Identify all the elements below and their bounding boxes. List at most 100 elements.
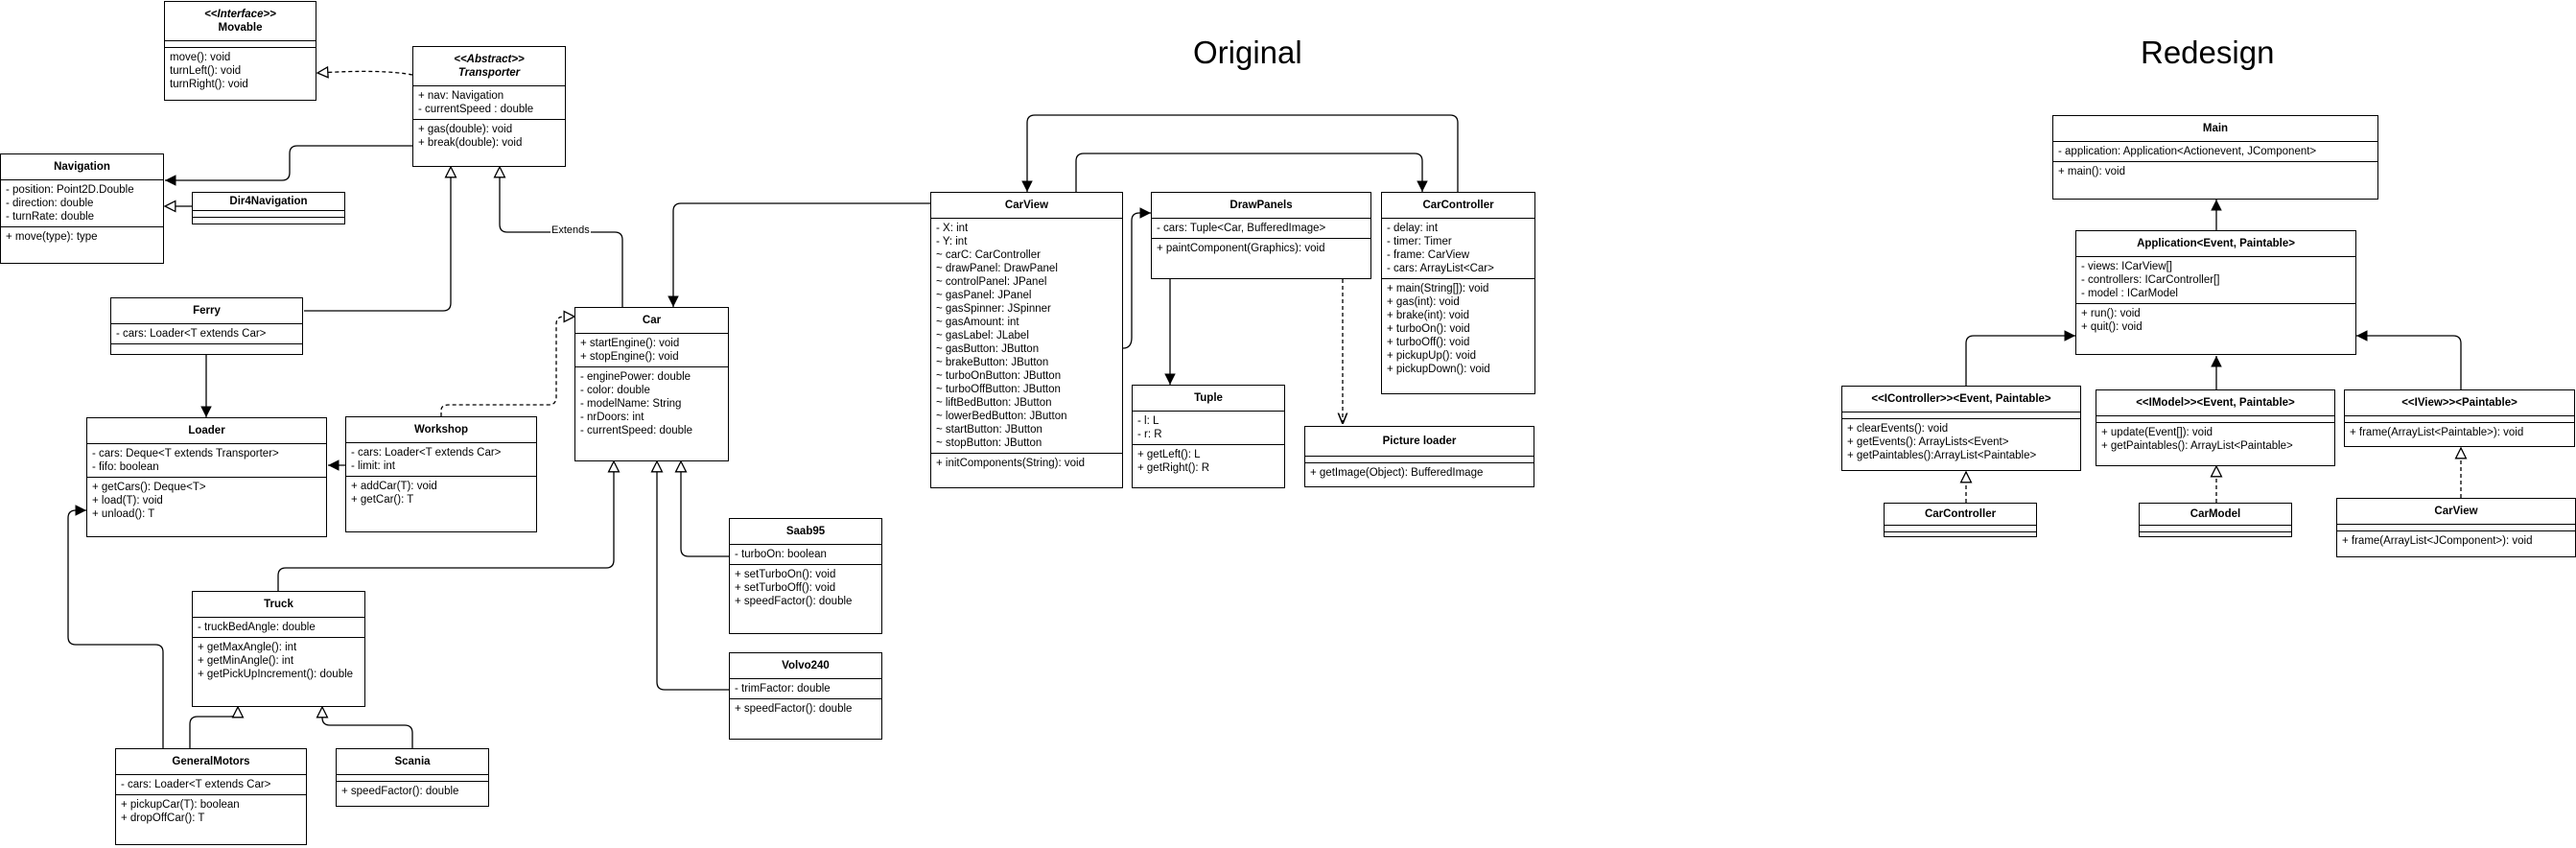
method-line: + break(double): void	[418, 137, 523, 149]
class-loader[interactable]: Loader- cars: Deque<T extends Transporte…	[86, 417, 327, 537]
method-line: - nrDoors: int	[580, 412, 644, 423]
heading-redesign: Redesign	[2141, 35, 2275, 70]
method-line: + main(): void	[2058, 166, 2125, 177]
method-line: + getCar(): T	[351, 494, 414, 506]
class-dir4navigation[interactable]: Dir4Navigation	[192, 192, 345, 224]
class-header: Dir4Navigation	[193, 193, 344, 211]
method-line: + pickupUp(): void	[1387, 350, 1476, 362]
method-line: + dropOffCar(): T	[121, 813, 205, 824]
attribute-line: - cars: Loader<T extends Car>	[121, 779, 271, 790]
class-name: Main	[2202, 123, 2229, 134]
class-navigation[interactable]: Navigation - position: Point2D.Double- di…	[0, 153, 164, 264]
class-methods: + frame(ArrayList<JComponent>): void	[2337, 530, 2575, 551]
class-methods: + update(Event[]): void+ getPaintables()…	[2096, 422, 2334, 456]
class-transporter[interactable]: <<Abstract>>Transporter+ nav: Navigation…	[412, 46, 566, 167]
class-carview[interactable]: CarView- X: int- Y: int~ carC: CarContro…	[930, 192, 1123, 488]
class-redesign-carcontroller[interactable]: CarController	[1884, 503, 2037, 537]
class-attributes: - X: int- Y: int~ carC: CarController~ d…	[931, 219, 1122, 453]
interface-iview[interactable]: <<IView>><Paintable>+ frame(ArrayList<Pa…	[2344, 389, 2575, 447]
class-methods: + getCars(): Deque<T>+ load(T): void+ un…	[87, 477, 326, 524]
class-tuple[interactable]: Tuple- l: L- r: R+ getLeft(): L+ getRigh…	[1132, 385, 1285, 488]
method-line: + setTurboOn(): void	[735, 569, 836, 580]
class-application[interactable]: Application<Event, Paintable>- views: IC…	[2075, 230, 2356, 355]
attribute-line: - turnRate: double	[6, 211, 95, 223]
attribute-line: ~ gasButton: JButton	[936, 343, 1040, 355]
class-header: CarModel	[2140, 504, 2291, 526]
class-attributes: - truckBedAngle: double	[193, 618, 364, 637]
class-carcontroller[interactable]: CarController - delay: int- timer: Timer-…	[1381, 192, 1535, 394]
class-name: Loader	[188, 425, 225, 436]
method-line: + unload(): T	[92, 508, 155, 520]
class-attributes: - position: Point2D.Double- direction: d…	[1, 180, 163, 226]
class-name: Car	[642, 315, 662, 326]
attribute-line: ~ gasPanel: JPanel	[936, 290, 1032, 301]
method-line: + setTurboOff(): void	[735, 582, 836, 594]
class-truck[interactable]: Truck- truckBedAngle: double+ getMaxAngl…	[192, 591, 365, 707]
class-methods: + main(): void	[2053, 161, 2377, 181]
attribute-line: + startEngine(): void	[580, 338, 680, 349]
class-main[interactable]: Main - application: Application<Actioneve…	[2052, 115, 2378, 200]
method-line: + getCars(): Deque<T>	[92, 482, 206, 493]
edge-icontroller-application	[1965, 330, 2075, 386]
interface-icontroller[interactable]: <<IController>><Event, Paintable> + clear…	[1841, 386, 2081, 471]
attribute-line: - cars: ArrayList<Car>	[1387, 263, 1494, 274]
attribute-line: ~ brakeButton: JButton	[936, 357, 1049, 368]
class-name: CarController	[1422, 200, 1494, 211]
class-name: Movable	[218, 22, 263, 34]
attribute-line: + nav: Navigation	[418, 90, 504, 102]
class-header: Ferry	[111, 298, 302, 324]
class-header: <<IController>><Event, Paintable>	[1842, 387, 2080, 412]
method-line: - modelName: String	[580, 398, 682, 410]
attribute-line: ~ stopButton: JButton	[936, 437, 1042, 449]
class-methods: + clearEvents(): void+ getEvents(): Arra…	[1842, 418, 2080, 465]
method-line: + clearEvents(): void	[1847, 423, 1949, 435]
method-line: + getMinAngle(): int	[198, 655, 294, 667]
method-line: + initComponents(String): void	[936, 458, 1086, 469]
class-name: Scania	[394, 756, 431, 767]
edge-carview-carcontroller	[1075, 153, 1428, 192]
class-methods: + frame(ArrayList<Paintable>): void	[2345, 422, 2574, 442]
class-generalmotors[interactable]: GeneralMotors - cars: Loader<T extends Ca…	[115, 748, 307, 845]
class-scania[interactable]: Scania+ speedFactor(): double	[336, 748, 489, 807]
class-attributes: - delay: int- timer: Timer- frame: CarVi…	[1382, 219, 1534, 278]
class-name: Application<Event, Paintable>	[2137, 238, 2295, 249]
class-header: Loader	[87, 418, 326, 444]
method-line: + getEvents(): ArrayLists<Event>	[1847, 436, 2009, 448]
class-name: GeneralMotors	[172, 756, 250, 767]
method-line: + main(String[]): void	[1387, 283, 1489, 294]
class-car[interactable]: Car + startEngine(): void + stopEngine(): …	[574, 307, 729, 461]
method-line: + getPickUpIncrement(): double	[198, 669, 354, 680]
class-methods: + getMaxAngle(): int+ getMinAngle(): int…	[193, 637, 364, 684]
class-name: Picture loader	[1382, 436, 1457, 447]
class-volvo240[interactable]: Volvo240- trimFactor: double+ speedFacto…	[729, 652, 882, 740]
method-line: + pickupDown(): void	[1387, 364, 1490, 375]
attribute-line: - cars: Loader<T extends Car>	[116, 328, 267, 340]
class-attributes: - application: Application<Actionevent, …	[2053, 142, 2377, 161]
class-attributes: - cars: Loader<T extends Car>- limit: in…	[346, 443, 536, 476]
class-workshop[interactable]: Workshop- cars: Loader<T extends Car>- l…	[345, 416, 537, 532]
attribute-line: - position: Point2D.Double	[6, 184, 134, 196]
class-stereotype: <<Abstract>>	[454, 54, 525, 65]
class-methods: + speedFactor(): double	[730, 698, 881, 718]
attribute-line: - limit: int	[351, 460, 395, 472]
class-methods: - enginePower: double- color: double- mo…	[575, 366, 728, 440]
class-redesign-carmodel[interactable]: CarModel	[2139, 503, 2292, 537]
class-redesign-carview[interactable]: CarView+ frame(ArrayList<JComponent>): v…	[2336, 498, 2576, 557]
class-attributes: - turboOn: boolean	[730, 545, 881, 564]
class-saab95[interactable]: Saab95- turboOn: boolean+ setTurboOn(): …	[729, 518, 882, 634]
class-name: Navigation	[54, 161, 110, 173]
attribute-line: + stopEngine(): void	[580, 351, 679, 363]
class-methods: + main(String[]): void + gas(int): void + …	[1382, 278, 1534, 379]
class-ferry[interactable]: Ferry - cars: Loader<T extends Car>	[110, 297, 303, 355]
class-drawpanels[interactable]: DrawPanels- cars: Tuple<Car, BufferedIma…	[1151, 192, 1371, 279]
method-line: + gas(int): void	[1387, 296, 1460, 308]
class-header: <<IModel>><Event, Paintable>	[2096, 390, 2334, 416]
class-pictureloader[interactable]: Picture loader+ getImage(Object): Buffer…	[1304, 426, 1534, 487]
class-header: CarController	[1382, 193, 1534, 219]
method-line: + brake(int): void	[1387, 310, 1469, 321]
heading-original: Original	[1193, 35, 1302, 70]
attribute-line: ~ gasAmount: int	[936, 317, 1019, 328]
attribute-line: - application: Application<Actionevent, …	[2058, 146, 2317, 157]
interface-imodel[interactable]: <<IModel>><Event, Paintable> + update(Eve…	[2096, 389, 2335, 466]
